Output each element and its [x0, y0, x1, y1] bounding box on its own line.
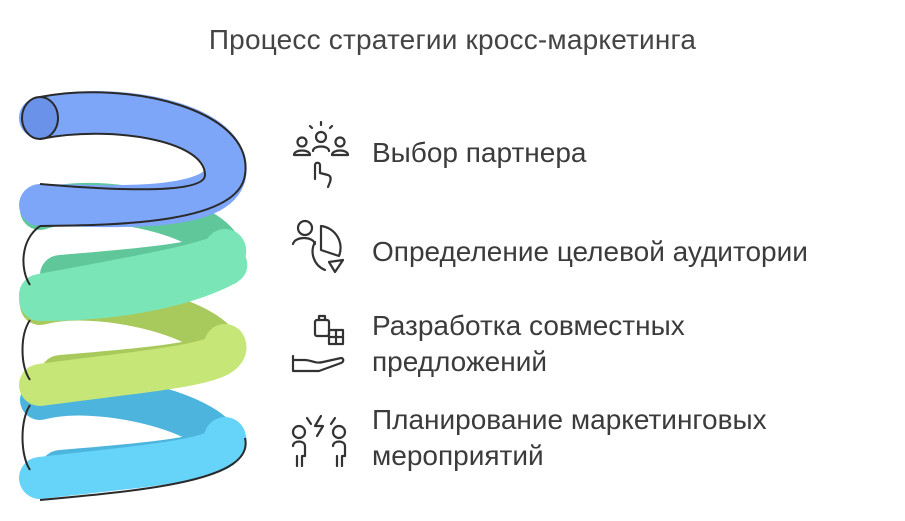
step-label: Определение целевой аудитории — [372, 236, 808, 267]
spiral-top-opening — [21, 96, 59, 140]
spiral-front-segment-1 — [19, 91, 247, 228]
joint-offer-icon — [291, 314, 345, 373]
step-label: Планирование маркетинговых мероприятий — [372, 404, 767, 471]
step-label: Выбор партнера — [372, 137, 587, 168]
step-marketing-events: Планирование маркетинговых мероприятий — [285, 402, 885, 486]
marketing-events-icon — [291, 414, 347, 468]
target-audience-icon — [291, 219, 345, 274]
step-joint-offers: Разработка совместных предложений — [285, 308, 885, 392]
diagram-title: Процесс стратегии кросс-маркетинга — [208, 24, 697, 55]
spiral-front-segment-4 — [19, 417, 247, 499]
step-target-audience: Определение целевой аудитории — [285, 210, 885, 294]
step-partner-selection: Выбор партнера — [285, 117, 885, 201]
spiral-graphic — [19, 91, 248, 501]
spiral-front-segment-2b — [19, 229, 246, 316]
spiral-front-segment-3 — [19, 324, 247, 406]
partner-selection-icon — [292, 120, 350, 189]
step-label: Разработка совместных предложений — [372, 310, 685, 377]
